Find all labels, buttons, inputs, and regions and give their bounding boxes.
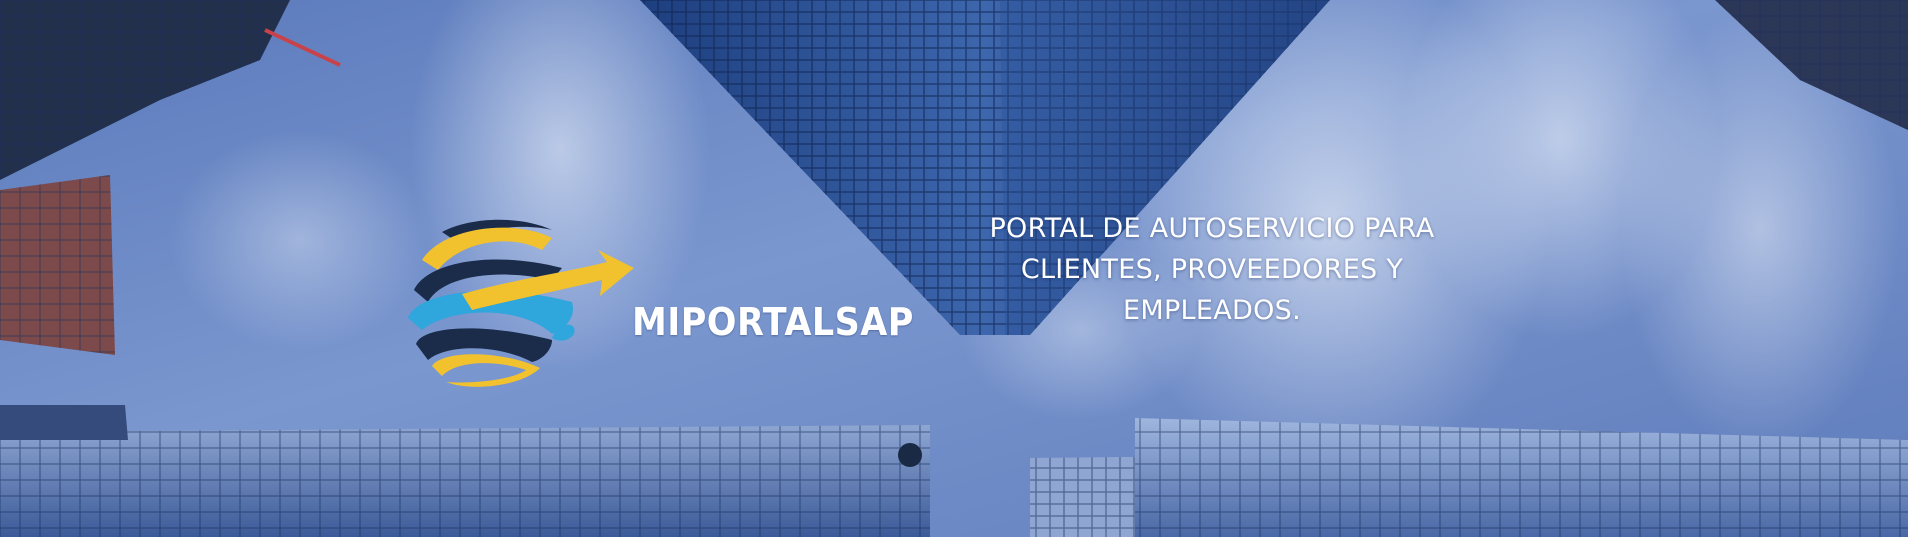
tagline-line-1: PORTAL DE AUTOSERVICIO PARA [989,213,1435,244]
tagline-line-2: CLIENTES, PROVEEDORES Y [1020,254,1404,285]
brand-logo[interactable]: MIPORTALSAP [402,210,942,390]
hero-tagline: PORTAL DE AUTOSERVICIO PARA CLIENTES, PR… [912,208,1512,331]
globe-arrow-icon [408,219,634,387]
brand-name: MIPORTALSAP [632,300,914,344]
tagline-line-3: EMPLEADOS. [1123,295,1301,326]
